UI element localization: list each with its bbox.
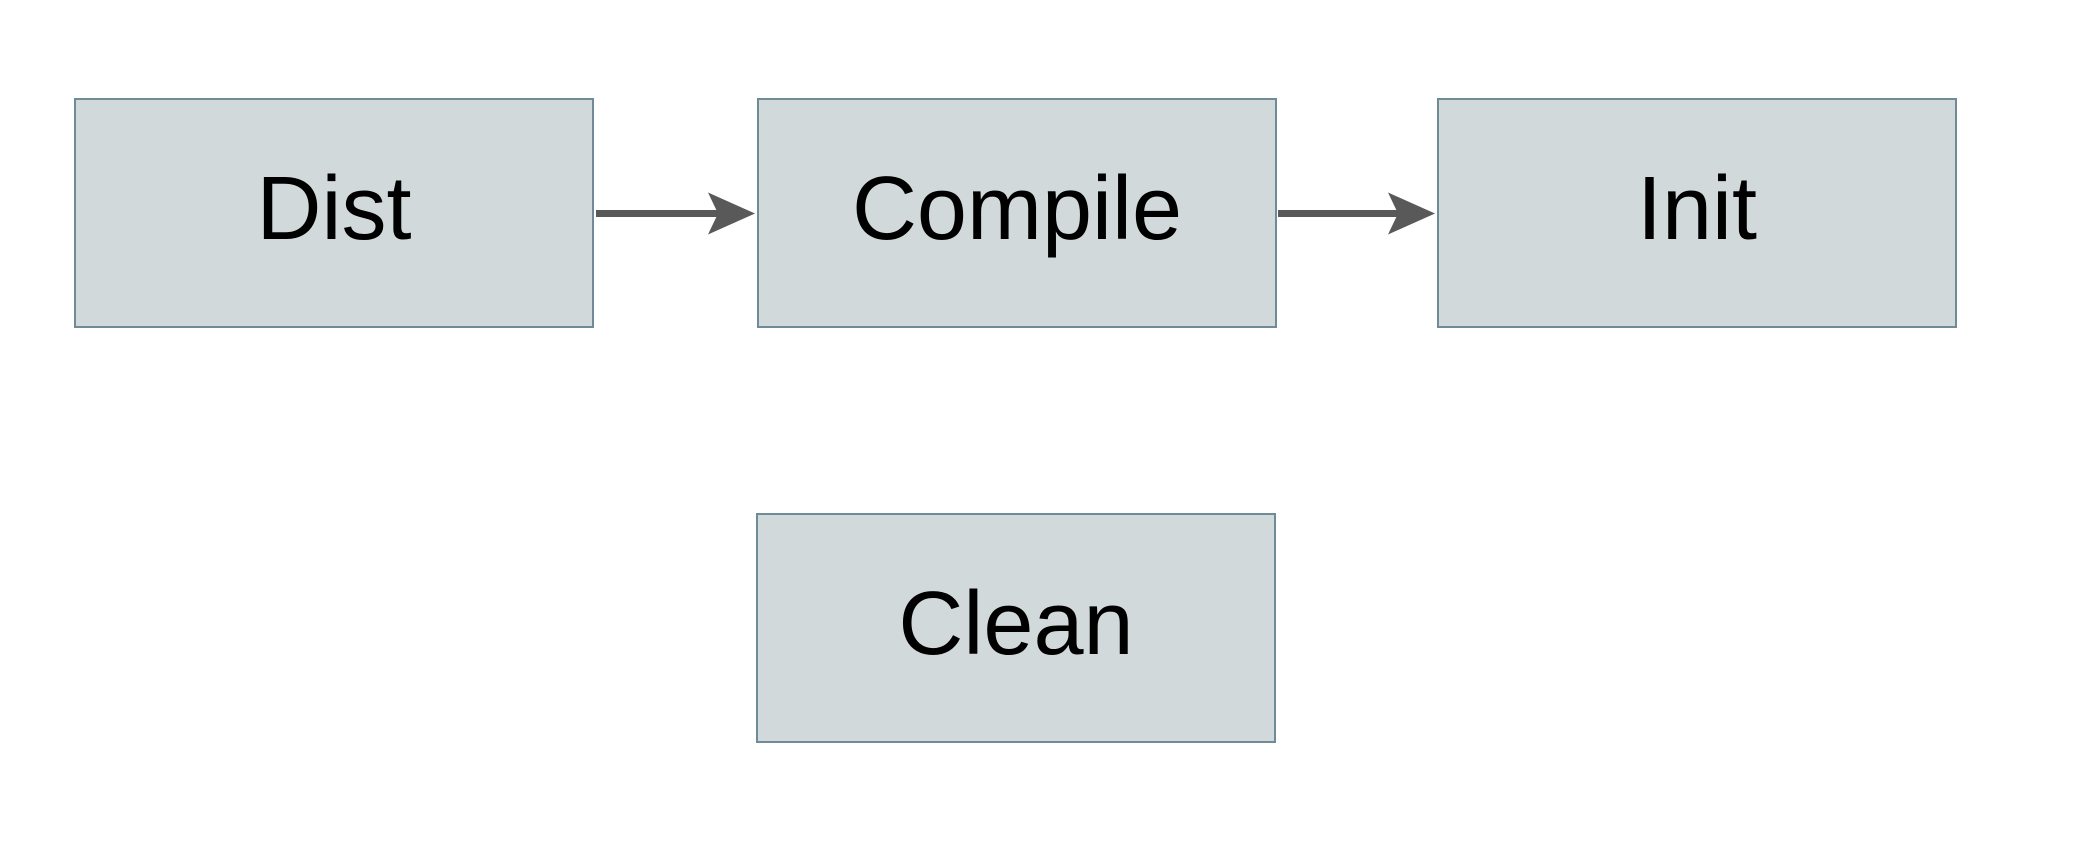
arrow-head-icon — [708, 192, 755, 235]
node-compile: Compile — [757, 98, 1277, 328]
arrow-head-icon — [1388, 192, 1435, 235]
node-dist-label: Dist — [256, 159, 412, 259]
node-dist: Dist — [74, 98, 594, 328]
node-clean-label: Clean — [898, 574, 1134, 674]
arrow-compile-to-init — [1278, 192, 1435, 235]
node-compile-label: Compile — [851, 159, 1183, 259]
node-clean: Clean — [756, 513, 1276, 743]
node-init-label: Init — [1636, 159, 1758, 259]
arrow-dist-to-compile — [596, 192, 755, 235]
node-init: Init — [1437, 98, 1957, 328]
